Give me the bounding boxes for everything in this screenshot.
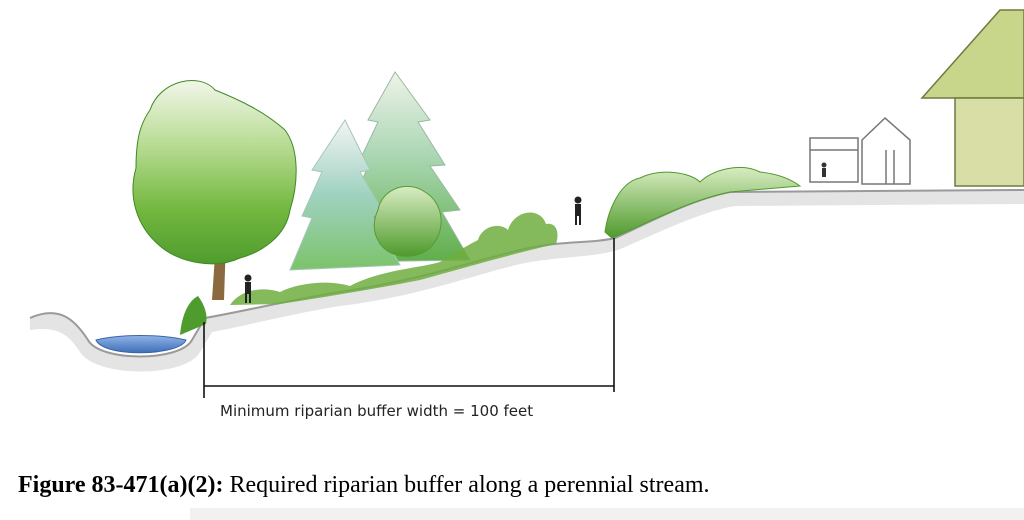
- stream-water: [95, 335, 187, 354]
- figure-caption: Figure 83-471(a)(2): Required riparian b…: [18, 472, 710, 499]
- child-figure: [821, 162, 827, 177]
- page-edge-band: [190, 508, 1024, 520]
- shrub-row: [230, 212, 558, 305]
- bank-vegetation: [180, 296, 207, 335]
- small-tree: [373, 185, 442, 257]
- backyard-structures: [809, 116, 911, 185]
- figure-number: Figure 83-471(a)(2):: [18, 472, 224, 498]
- riparian-buffer-diagram: Minimum riparian buffer width = 100 feet: [29, 9, 1024, 420]
- deciduous-tree: [132, 80, 297, 300]
- person-near-stream: [244, 274, 252, 303]
- upper-shrubs: [604, 166, 802, 239]
- person-on-slope: [574, 196, 582, 225]
- house: [920, 9, 1024, 187]
- figure-caption-text: Required riparian buffer along a perenni…: [223, 472, 710, 498]
- conifer-tree: [289, 119, 401, 271]
- buffer-width-label: Minimum riparian buffer width = 100 feet: [220, 402, 533, 420]
- buffer-dimension: [203, 238, 615, 398]
